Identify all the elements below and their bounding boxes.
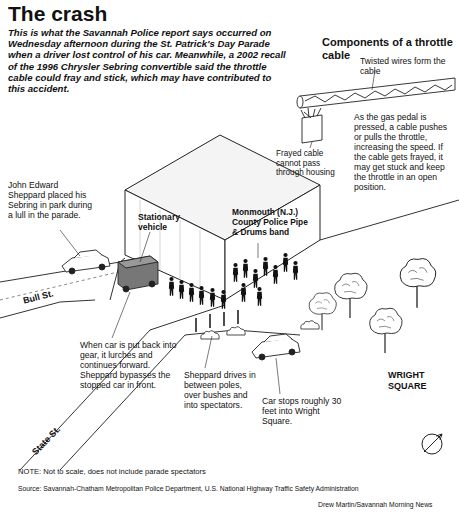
- callout-text: Stationary vehicle: [138, 212, 208, 232]
- people: [169, 253, 298, 309]
- place-name: WRIGHT SQUARE: [388, 370, 458, 391]
- crashed-car: [252, 334, 300, 360]
- callout-text: John Edward Sheppard placed his Sebring …: [8, 180, 96, 220]
- trees: [309, 259, 436, 353]
- leader-lines: [60, 70, 375, 394]
- street-name: State St.: [30, 407, 79, 457]
- callout-text: Sheppard drives in between poles, over b…: [184, 370, 258, 410]
- graphic-title: The crash: [8, 2, 208, 27]
- bushes: [201, 321, 319, 339]
- note-text: NOTE: Not to scale, does not include par…: [18, 468, 348, 477]
- callout-text: When car is put back into gear, it lurch…: [80, 340, 180, 390]
- white-car: [62, 250, 110, 274]
- source-text: Source: Savannah-Chatham Metropolitan Po…: [18, 485, 458, 493]
- callout-text: Car stops roughly 30 feet into Wright Sq…: [262, 396, 342, 426]
- credit-text: Drew Martin/Savannah Morning News: [318, 501, 458, 509]
- north-arrow: [422, 434, 442, 454]
- intro-text: This is what the Savannah Police report …: [8, 27, 288, 94]
- callout-text: As the gas pedal is pressed, a cable pus…: [354, 112, 456, 192]
- street-name: Bull St.: [22, 281, 83, 306]
- callout-text: Twisted wires form the cable: [360, 56, 456, 76]
- callout-text: Monmouth (N.J.) County Police Pipe & Dru…: [232, 208, 314, 237]
- stationary-vehicle: [118, 256, 158, 292]
- callout-text: Frayed cable cannot pass through housing: [276, 149, 348, 178]
